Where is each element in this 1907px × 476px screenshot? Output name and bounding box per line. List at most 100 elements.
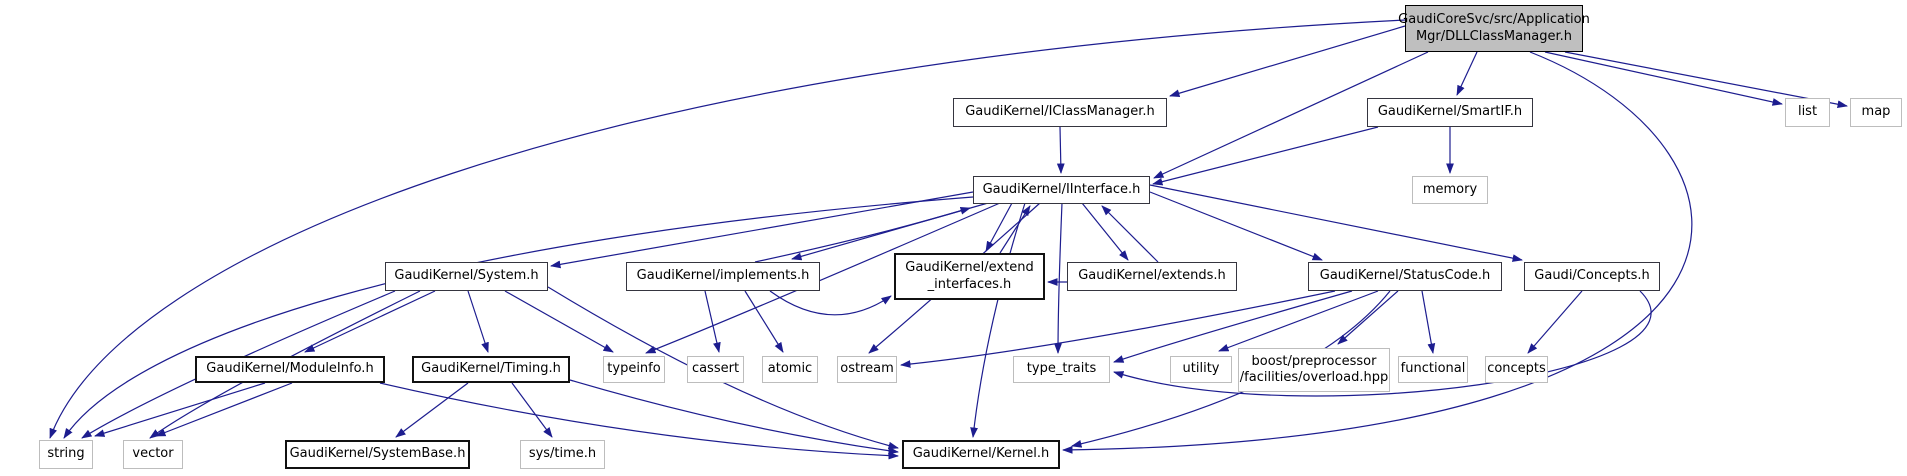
- edge-conceptsh-to-concepts: [1527, 290, 1583, 354]
- graph-node-label: ostream: [840, 361, 894, 377]
- edge-implements-to-atomic: [744, 290, 784, 353]
- edge-main-to-iinterface: [1153, 51, 1429, 179]
- graph-node-iclass[interactable]: GaudiKernel/IClassManager.h: [953, 98, 1167, 127]
- graph-node-extends[interactable]: GaudiKernel/extends.h: [1067, 262, 1237, 291]
- graph-node-label: GaudiKernel/StatusCode.h: [1319, 268, 1491, 284]
- graph-node-label: vector: [132, 446, 174, 462]
- edge-moduleinfo-to-vector: [155, 382, 293, 437]
- graph-node-label: memory: [1422, 181, 1478, 197]
- edge-statuscode-to-utility: [1218, 290, 1379, 352]
- graph-node-timing[interactable]: GaudiKernel/Timing.h: [412, 356, 570, 383]
- graph-node-label: typeinfo: [607, 361, 661, 377]
- graph-node-memory[interactable]: memory: [1412, 176, 1488, 204]
- edge-system-to-typeinfo: [504, 290, 614, 353]
- edge-iinterface-to-typetraits: [1054, 202, 1063, 354]
- edge-main-to-kernel: [1062, 51, 1693, 454]
- edge-main-to-map: [1564, 51, 1848, 109]
- graph-node-cassert[interactable]: cassert: [687, 356, 744, 383]
- graph-node-label: GaudiKernel/Timing.h: [421, 361, 561, 377]
- graph-node-label: string: [47, 446, 85, 462]
- edge-implements-to-extendifs: [769, 290, 892, 316]
- graph-node-label: GaudiKernel/ModuleInfo.h: [206, 361, 374, 377]
- edge-iinterface-to-statuscode: [1149, 191, 1323, 261]
- graph-node-ostream[interactable]: ostream: [837, 356, 897, 383]
- edge-iinterface-to-string: [63, 196, 974, 439]
- graph-node-label: GaudiKernel/SystemBase.h: [289, 446, 466, 462]
- graph-node-boost[interactable]: boost/preprocessor /facilities/overload.…: [1238, 348, 1390, 392]
- graph-node-implements[interactable]: GaudiKernel/implements.h: [626, 262, 820, 291]
- graph-node-label: concepts: [1487, 361, 1546, 377]
- graph-node-label: GaudiKernel/extend _interfaces.h: [905, 260, 1034, 292]
- edge-extendifs-to-iinterface: [999, 205, 1031, 254]
- edge-iinterface-to-kernel: [970, 202, 1026, 438]
- graph-node-label: utility: [1182, 361, 1220, 377]
- graph-node-systembase[interactable]: GaudiKernel/SystemBase.h: [285, 440, 470, 469]
- graph-node-smartif[interactable]: GaudiKernel/SmartIF.h: [1367, 98, 1533, 127]
- edge-conceptsh-to-typetraits: [1113, 290, 1652, 397]
- graph-node-label: type_traits: [1026, 361, 1097, 377]
- edge-implements-to-iinterface: [754, 206, 971, 263]
- edge-statuscode-to-typetraits: [1113, 290, 1353, 363]
- edge-statuscode-to-ostream: [900, 290, 1336, 368]
- graph-node-functional[interactable]: functional: [1398, 356, 1468, 383]
- edge-system-to-kernel: [547, 286, 899, 450]
- graph-node-label: boost/preprocessor /facilities/overload.…: [1239, 353, 1389, 385]
- graph-node-statuscode[interactable]: GaudiKernel/StatusCode.h: [1308, 262, 1502, 291]
- graph-node-label: GaudiKernel/SmartIF.h: [1377, 104, 1523, 120]
- graph-node-label: GaudiKernel/IInterface.h: [982, 181, 1141, 197]
- graph-node-main[interactable]: GaudiCoreSvc/src/Application Mgr/DLLClas…: [1398, 5, 1590, 52]
- graph-node-list[interactable]: list: [1785, 98, 1830, 127]
- graph-node-iinterface[interactable]: GaudiKernel/IInterface.h: [973, 176, 1150, 204]
- graph-node-label: map: [1861, 104, 1891, 120]
- graph-node-typeinfo[interactable]: typeinfo: [603, 356, 665, 383]
- edge-timing-to-systembase: [395, 382, 469, 438]
- graph-node-label: GaudiKernel/implements.h: [636, 268, 810, 284]
- edge-main-to-string: [49, 19, 1406, 439]
- graph-node-concepts[interactable]: concepts: [1485, 356, 1548, 383]
- graph-node-kernel[interactable]: GaudiKernel/Kernel.h: [902, 440, 1060, 469]
- edge-system-to-timing: [467, 290, 489, 353]
- edge-main-to-iclass: [1169, 25, 1406, 98]
- edge-iinterface-to-conceptsh: [1149, 184, 1523, 262]
- edge-timing-to-kernel: [569, 379, 899, 455]
- edge-implements-to-cassert: [704, 290, 721, 353]
- graph-node-label: GaudiKernel/IClassManager.h: [965, 104, 1155, 120]
- graph-node-extendifs[interactable]: GaudiKernel/extend _interfaces.h: [894, 253, 1045, 300]
- graph-node-label: GaudiKernel/extends.h: [1078, 268, 1226, 284]
- graph-node-map[interactable]: map: [1850, 98, 1902, 127]
- graph-node-conceptsh[interactable]: Gaudi/Concepts.h: [1524, 262, 1660, 291]
- edge-iinterface-to-extendifs: [985, 202, 1013, 252]
- graph-node-moduleinfo[interactable]: GaudiKernel/ModuleInfo.h: [195, 356, 385, 383]
- graph-node-label: Gaudi/Concepts.h: [1534, 268, 1650, 284]
- graph-node-label: GaudiKernel/System.h: [394, 268, 539, 284]
- graph-node-label: sys/time.h: [528, 446, 597, 462]
- graph-node-label: list: [1797, 104, 1818, 120]
- edge-smartif-to-iinterface: [1152, 126, 1379, 186]
- graph-node-vector[interactable]: vector: [123, 440, 183, 469]
- graph-node-typetraits[interactable]: type_traits: [1013, 356, 1110, 383]
- edge-iinterface-to-typeinfo: [645, 202, 1001, 354]
- edge-statuscode-to-boost: [1337, 290, 1399, 345]
- edge-main-to-list: [1544, 51, 1783, 106]
- edge-main-to-smartif: [1456, 51, 1478, 96]
- graph-node-label: GaudiKernel/Kernel.h: [912, 446, 1050, 462]
- graph-node-systime[interactable]: sys/time.h: [520, 440, 605, 469]
- graph-node-label: GaudiCoreSvc/src/Application Mgr/DLLClas…: [1398, 12, 1590, 44]
- graph-node-atomic[interactable]: atomic: [762, 356, 818, 383]
- edge-moduleinfo-to-string: [94, 382, 266, 437]
- edge-extends-to-iinterface: [1101, 205, 1159, 263]
- edge-moduleinfo-to-kernel: [379, 382, 899, 460]
- edge-system-to-moduleinfo: [304, 290, 436, 353]
- graph-node-label: functional: [1400, 361, 1466, 377]
- graph-node-label: atomic: [767, 361, 813, 377]
- graph-node-label: cassert: [691, 361, 740, 377]
- graph-node-string[interactable]: string: [39, 440, 93, 469]
- edge-iinterface-to-system: [550, 191, 974, 269]
- graph-node-utility[interactable]: utility: [1170, 356, 1232, 383]
- edge-timing-to-systime: [511, 382, 553, 438]
- graph-node-system[interactable]: GaudiKernel/System.h: [385, 262, 548, 291]
- edge-iinterface-to-extends: [1081, 202, 1129, 261]
- edge-iclass-to-iinterface: [1056, 126, 1065, 174]
